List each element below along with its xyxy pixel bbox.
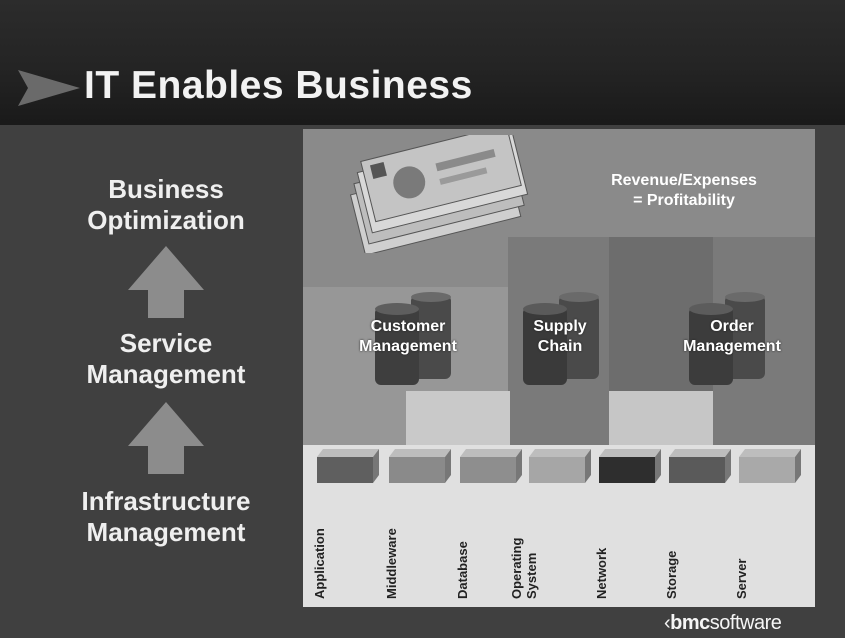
- infrastructure-box-icon: [669, 449, 731, 483]
- infrastructure-label-text: Server: [734, 558, 749, 599]
- level-service-management: Service Management: [86, 328, 246, 389]
- level-business-optimization: Business Optimization: [87, 174, 245, 235]
- infrastructure-label-text: Operating System: [509, 537, 539, 599]
- title-arrow-icon: [18, 70, 80, 106]
- infrastructure-label: Application: [312, 487, 391, 599]
- title-divider: [0, 121, 845, 125]
- level-infrastructure-management: Infrastructure Management: [81, 486, 251, 547]
- connector-light: [406, 391, 510, 445]
- connector-light: [609, 391, 713, 445]
- service-order-management: Order Management: [683, 318, 781, 355]
- infrastructure-label-text: Middleware: [384, 528, 399, 599]
- service-supply-chain: Supply Chain: [533, 318, 587, 355]
- revenue-expenses-label: Revenue/Expenses = Profitability: [611, 172, 757, 209]
- database-cylinder-icon: [523, 292, 599, 385]
- infrastructure-label-text: Storage: [664, 550, 679, 599]
- diagram-panel: Revenue/Expenses = Profitability Custome…: [303, 129, 815, 607]
- service-customer-management: Customer Management: [359, 318, 457, 355]
- database-cylinder-icon: [689, 292, 765, 385]
- infrastructure-label-text: Database: [455, 541, 470, 599]
- infrastructure-box-icon: [529, 449, 591, 483]
- database-cylinder-icon: [375, 292, 451, 385]
- up-arrow-icon: [128, 402, 204, 474]
- infrastructure-label-text: Application: [312, 528, 327, 599]
- infrastructure-label: Server: [734, 487, 813, 599]
- infrastructure-label: Middleware: [384, 487, 463, 599]
- infrastructure-label-text: Network: [594, 547, 609, 599]
- infrastructure-box-icon: [739, 449, 801, 483]
- slide-title: IT Enables Business: [84, 64, 473, 107]
- up-arrow-icon: [128, 246, 204, 318]
- title-bar: [0, 0, 845, 123]
- infrastructure-box-icon: [389, 449, 451, 483]
- money-stack-icon: [349, 135, 529, 253]
- infrastructure-box-icon: [599, 449, 661, 483]
- infrastructure-box-icon: [317, 449, 379, 483]
- bmc-software-logo: ‹bmcsoftware: [664, 612, 782, 634]
- infrastructure-box-icon: [460, 449, 522, 483]
